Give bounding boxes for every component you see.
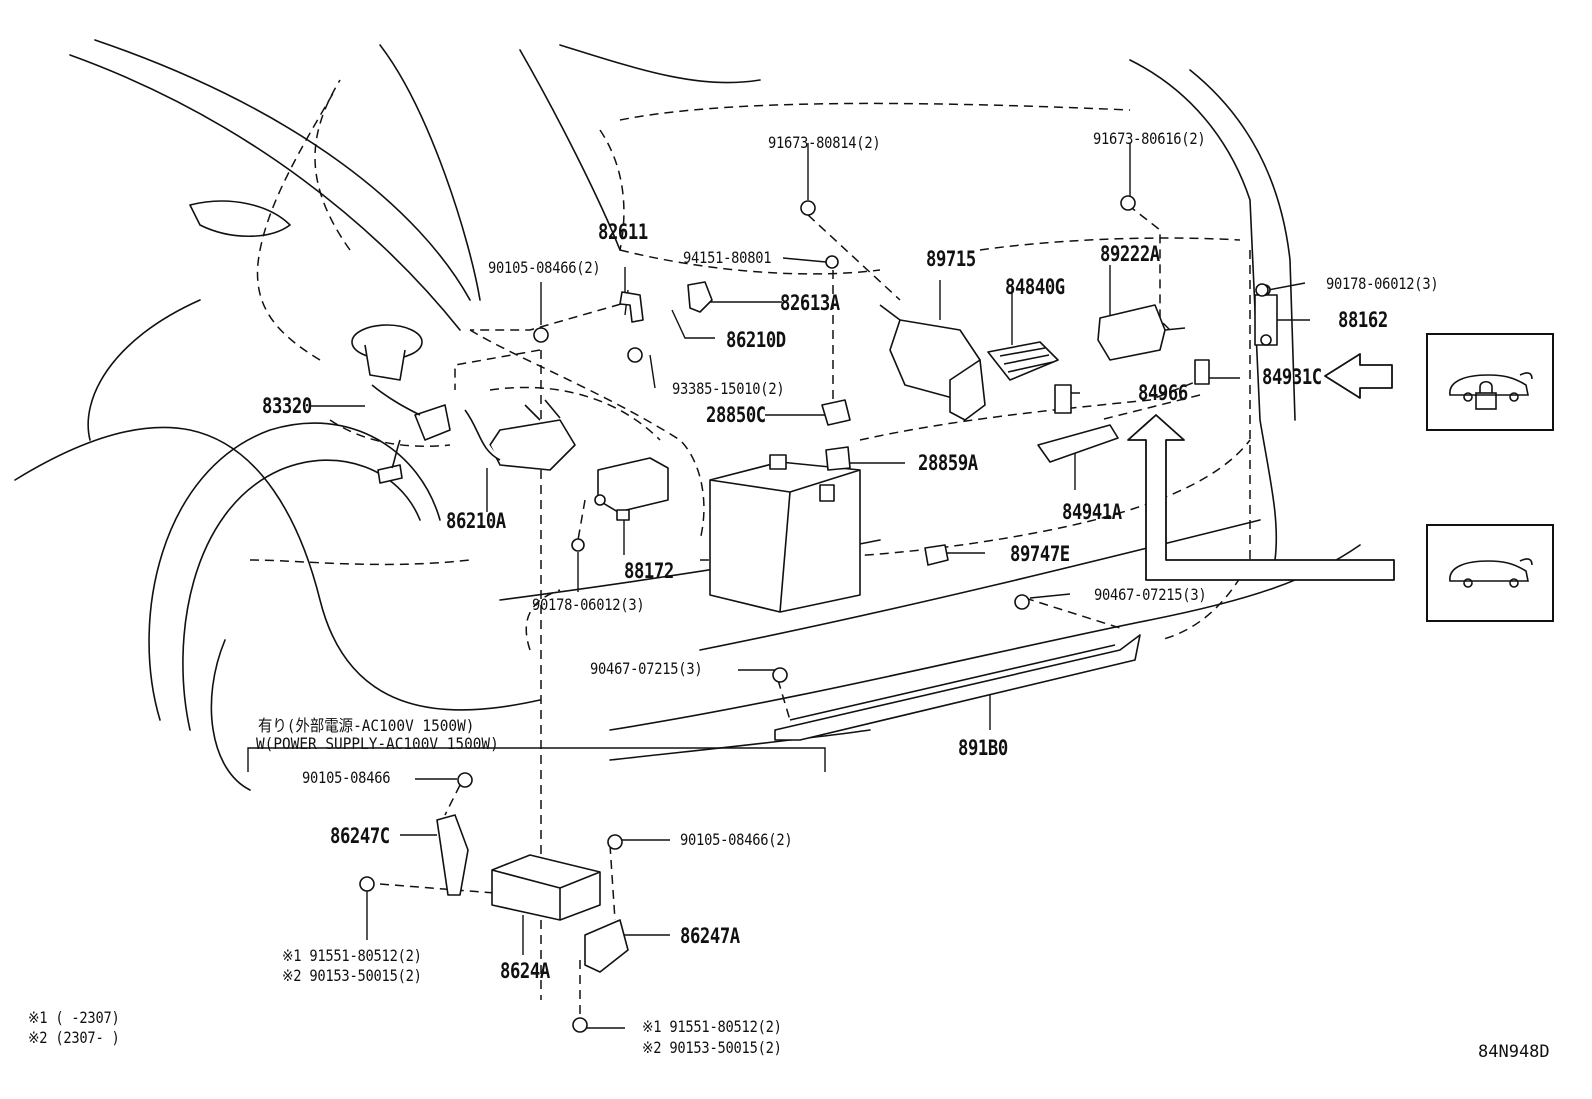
body-outline: [609, 729, 871, 761]
part-label-89715: 89715: [926, 247, 976, 271]
part-label-86210A: 86210A: [446, 509, 506, 533]
part-label-82613A: 82613A: [780, 291, 840, 315]
part-label-86210D: 86210D: [726, 328, 786, 352]
part-label-88162: 88162: [1338, 308, 1388, 332]
bolt: [1014, 594, 1030, 610]
component-83320: [351, 324, 451, 484]
part-label-28859A: 28859A: [918, 451, 978, 475]
relay-28850C: [821, 399, 851, 426]
part-label-82611: 82611: [598, 220, 648, 244]
bracket-86247C: [436, 814, 469, 896]
bolt: [1120, 195, 1136, 211]
switch-84966: [1054, 384, 1072, 414]
bolt: [800, 200, 816, 216]
inverter-8624A: [491, 854, 601, 921]
part-label-86247A: 86247A: [680, 924, 740, 948]
up-arrow-icon: [1127, 414, 1395, 581]
part-label-90105-08466: 90105-08466: [302, 768, 391, 787]
part-label-89222A: 89222A: [1100, 242, 1160, 266]
connector-84840G: [987, 341, 1059, 381]
footnote-1: ※1 ( -2307): [28, 1008, 120, 1027]
switch-84941A: [1037, 424, 1119, 463]
part-label-94151-80801: 94151-80801: [683, 248, 772, 267]
part-label-90178-06012-right: 90178-06012(3): [1326, 274, 1439, 293]
part-label-89747E: 89747E: [1010, 542, 1070, 566]
part-label-84941A: 84941A: [1062, 500, 1122, 524]
part-label-93385-15010: 93385-15010(2): [672, 379, 785, 398]
body-outline: [1189, 69, 1296, 421]
wheel-arch: [148, 422, 441, 721]
nut: [825, 255, 839, 269]
trim-891B0: [774, 634, 1141, 741]
bolt: [772, 667, 788, 683]
part-label-86247C: 86247C: [330, 824, 390, 848]
part-label-90105-08466-2-low: 90105-08466(2): [680, 830, 793, 849]
body-outline: [519, 49, 621, 251]
bracket-82611: [619, 291, 644, 323]
body-outline: [379, 44, 481, 301]
part-label-90467-07215-left: 90467-07215(3): [590, 659, 703, 678]
body-outline: [14, 426, 541, 711]
drawing-reference-id: 84N948D: [1478, 1042, 1550, 1062]
bolt: [572, 1017, 588, 1033]
relay-82613A: [687, 281, 713, 313]
module-88172: [594, 457, 669, 521]
body-outline: [87, 299, 201, 441]
bolt: [457, 772, 473, 788]
part-label-90105-08466-2-top: 90105-08466(2): [488, 258, 601, 277]
bolt: [607, 834, 623, 850]
part-label-28850C: 28850C: [706, 403, 766, 427]
body-outline: [1129, 59, 1278, 561]
part-label-90467-07215-right: 90467-07215(3): [1094, 585, 1207, 604]
switch-84931C: [1194, 359, 1210, 385]
bolt: [359, 876, 375, 892]
part-label-84931C: 84931C: [1262, 365, 1322, 389]
part-label-83320: 83320: [262, 394, 312, 418]
module-89715: [879, 304, 986, 421]
bolt: [533, 327, 549, 343]
left-arrow-icon: [1324, 353, 1393, 399]
wheel-arch: [182, 459, 421, 731]
part-label-88172: 88172: [624, 559, 674, 583]
condition-note-jp: 有り(外部電源-AC100V 1500W): [258, 716, 475, 735]
part-label-84840G: 84840G: [1005, 275, 1065, 299]
body-outline: [559, 44, 761, 84]
part-label-91673-80616: 91673-80616(2): [1093, 129, 1206, 148]
sensor-89747E: [924, 544, 949, 566]
nut: [571, 538, 585, 552]
footnote-2: ※2 (2307- ): [28, 1028, 120, 1047]
module-86210A: [464, 399, 576, 471]
part-label-84966: 84966: [1138, 381, 1188, 405]
module-89222A: [1097, 304, 1186, 361]
part-label-90178-06012-left: 90178-06012(3): [532, 595, 645, 614]
body-outline: [699, 519, 1261, 651]
part-label-8624A: 8624A: [500, 959, 550, 983]
part-label-90153-50015-left: ※2 90153-50015(2): [282, 966, 422, 985]
body-outline: [210, 639, 251, 791]
vehicle-lock-inset-icon: [1426, 333, 1554, 431]
nut: [1255, 283, 1269, 297]
condition-note-en: W(POWER SUPPLY-AC100V 1500W): [256, 734, 499, 753]
battery: [709, 454, 861, 613]
part-label-91551-80512-bottom: ※1 91551-80512(2): [642, 1017, 782, 1036]
body-outline: [69, 39, 471, 331]
vehicle-rear-inset-icon: [1426, 524, 1554, 622]
part-label-91673-80814: 91673-80814(2): [768, 133, 881, 152]
part-label-90153-50015-bottom: ※2 90153-50015(2): [642, 1038, 782, 1057]
bracket-86247A: [584, 919, 629, 973]
door-handle: [189, 200, 291, 238]
part-label-91551-80512-left: ※1 91551-80512(2): [282, 946, 422, 965]
bolt: [627, 347, 643, 363]
relay-28859A: [825, 446, 851, 471]
part-label-891B0: 891B0: [958, 736, 1008, 760]
